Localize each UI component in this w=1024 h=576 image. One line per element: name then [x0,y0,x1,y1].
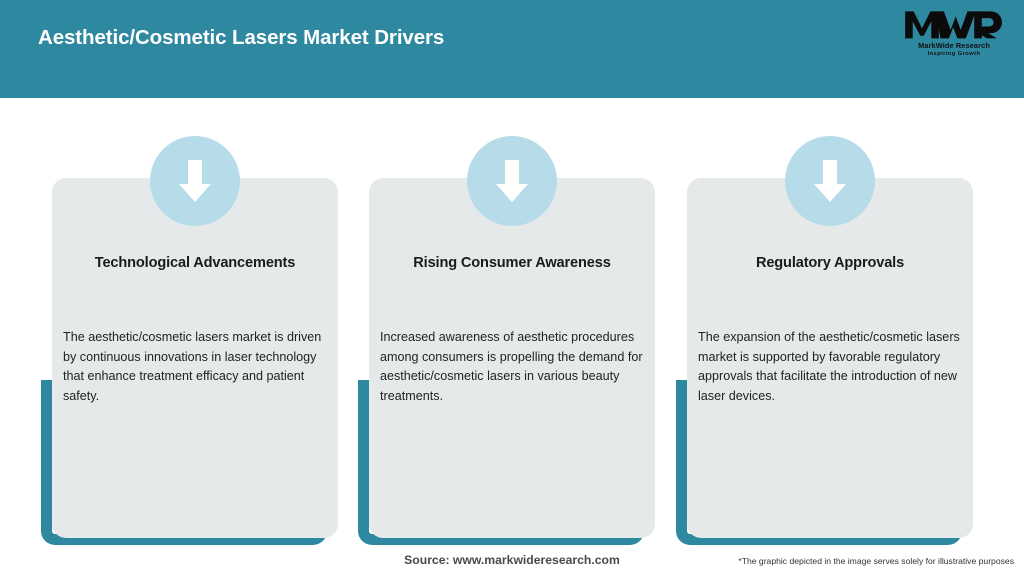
down-arrow-icon [467,136,557,226]
page-title: Aesthetic/Cosmetic Lasers Market Drivers [38,26,445,49]
card-description: Increased awareness of aesthetic procedu… [380,330,643,403]
disclaimer-note: *The graphic depicted in the image serve… [738,556,1014,566]
driver-card-2: Rising Consumer Awareness Increased awar… [358,136,655,545]
card-description: The aesthetic/cosmetic lasers market is … [63,330,322,403]
brand-logo: MarkWide Research Inspiring Growth [902,8,1006,64]
card-description: The expansion of the aesthetic/cosmetic … [698,330,960,403]
driver-card-1: Technological Advancements The aesthetic… [41,136,338,545]
down-arrow-icon [150,136,240,226]
source-label: Source: www.markwideresearch.com [404,553,620,567]
card-surface: Rising Consumer Awareness Increased awar… [369,136,655,538]
driver-card-3: Regulatory Approvals The expansion of th… [676,136,973,545]
card-title: Technological Advancements [94,255,296,271]
logo-tagline: Inspiring Growth [927,51,981,57]
page-header: Aesthetic/Cosmetic Lasers Market Drivers… [0,0,1024,98]
card-title: Regulatory Approvals [755,255,905,271]
card-surface: Technological Advancements The aesthetic… [52,136,338,538]
card-title: Rising Consumer Awareness [413,255,611,271]
mwr-logo-icon [905,11,1002,39]
card-surface: Regulatory Approvals The expansion of th… [687,136,973,538]
drivers-card-row: Technological Advancements The aesthetic… [0,98,1024,548]
down-arrow-icon [785,136,875,226]
logo-company-name: MarkWide Research [918,41,990,50]
